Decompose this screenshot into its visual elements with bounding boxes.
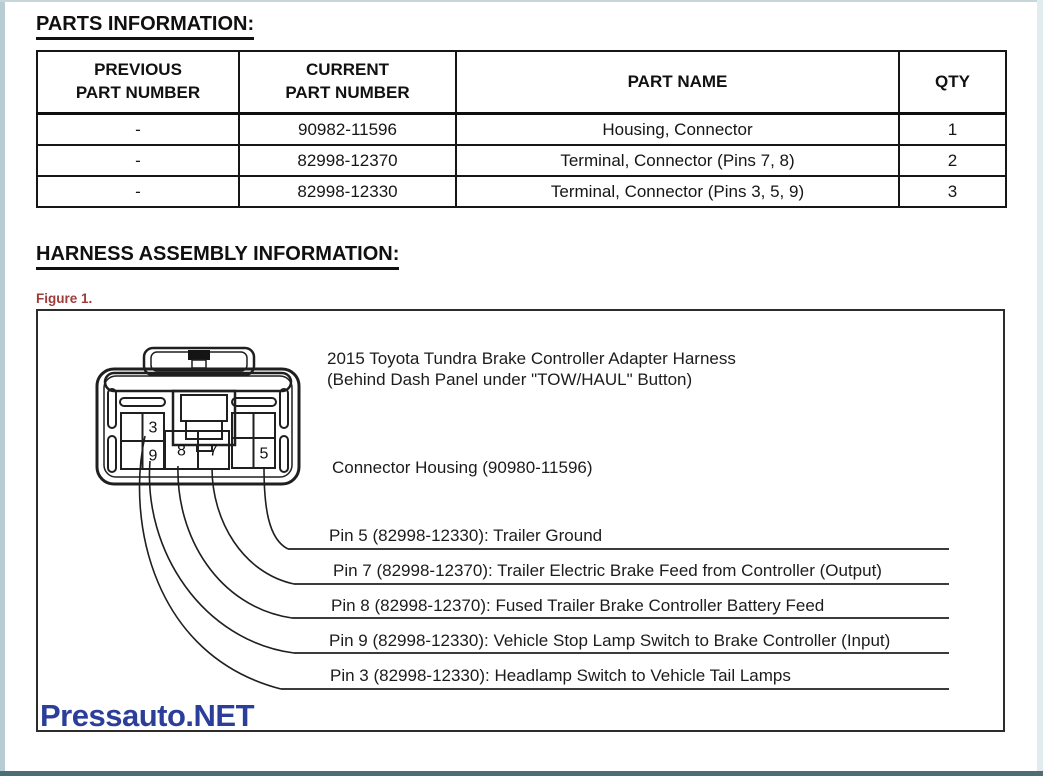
- pin-number-5: 5: [260, 446, 269, 463]
- cell-current-part-number: 82998-12330: [238, 175, 457, 208]
- scan-edge-left: [0, 0, 5, 776]
- connector-housing-drawing: 3 9 8 7 5: [95, 346, 301, 486]
- col-header-previous-part-number: PREVIOUS PART NUMBER: [36, 50, 240, 115]
- pin-number-8: 8: [177, 443, 186, 460]
- figure-title-line2: (Behind Dash Panel under "TOW/HAUL" Butt…: [327, 370, 693, 389]
- figure-title-line1: 2015 Toyota Tundra Brake Controller Adap…: [327, 349, 736, 368]
- col-header-current-part-number: CURRENT PART NUMBER: [238, 50, 457, 115]
- parts-table: PREVIOUS PART NUMBER CURRENT PART NUMBER…: [36, 50, 1007, 208]
- pin-number-9: 9: [149, 448, 158, 465]
- cell-part-name: Housing, Connector: [455, 112, 900, 146]
- cell-previous-part-number: -: [36, 144, 240, 177]
- table-row: - 82998-12370 Terminal, Connector (Pins …: [36, 144, 1007, 177]
- harness-assembly-heading: HARNESS ASSEMBLY INFORMATION:: [36, 243, 400, 270]
- connector-wiring-diagram: 3 9 8 7 5: [95, 346, 949, 690]
- cell-current-part-number: 90982-11596: [238, 112, 457, 146]
- pin-number-3: 3: [149, 420, 158, 437]
- pressauto-watermark: Pressauto.NET: [40, 698, 255, 733]
- cell-qty: 1: [898, 112, 1007, 146]
- cell-part-name: Terminal, Connector (Pins 7, 8): [455, 144, 900, 177]
- pin-number-7: 7: [209, 443, 218, 460]
- parts-information-heading: PARTS INFORMATION:: [36, 13, 255, 40]
- cell-current-part-number: 82998-12370: [238, 144, 457, 177]
- cell-previous-part-number: -: [36, 175, 240, 208]
- col-header-qty: QTY: [898, 50, 1007, 115]
- parts-table-header-row: PREVIOUS PART NUMBER CURRENT PART NUMBER…: [36, 50, 1007, 115]
- table-row: - 90982-11596 Housing, Connector 1: [36, 112, 1007, 146]
- pin-5-description: Pin 5 (82998-12330): Trailer Ground: [329, 526, 603, 545]
- scan-edge-top: [0, 0, 1043, 2]
- pin-leader-lines: [138, 435, 295, 690]
- pin-7-description: Pin 7 (82998-12370): Trailer Electric Br…: [333, 561, 882, 580]
- figure-caption: Figure 1.: [36, 291, 93, 306]
- pin-9-description: Pin 9 (82998-12330): Vehicle Stop Lamp S…: [329, 631, 891, 650]
- col-header-part-name: PART NAME: [455, 50, 900, 115]
- pin-label-rules: [281, 548, 949, 690]
- scan-edge-bottom: [0, 771, 1043, 776]
- cell-part-name: Terminal, Connector (Pins 3, 5, 9): [455, 175, 900, 208]
- cell-qty: 2: [898, 144, 1007, 177]
- pin-3-description: Pin 3 (82998-12330): Headlamp Switch to …: [330, 666, 791, 685]
- connector-housing-label: Connector Housing (90980-11596): [332, 458, 593, 477]
- table-row: - 82998-12330 Terminal, Connector (Pins …: [36, 175, 1007, 208]
- scan-edge-right: [1037, 0, 1043, 776]
- figure-1-frame: 3 9 8 7 5 2015 Toyota Tundra Brake Contr…: [36, 309, 1005, 733]
- pin-8-description: Pin 8 (82998-12370): Fused Trailer Brake…: [331, 596, 825, 615]
- cell-qty: 3: [898, 175, 1007, 208]
- cell-previous-part-number: -: [36, 112, 240, 146]
